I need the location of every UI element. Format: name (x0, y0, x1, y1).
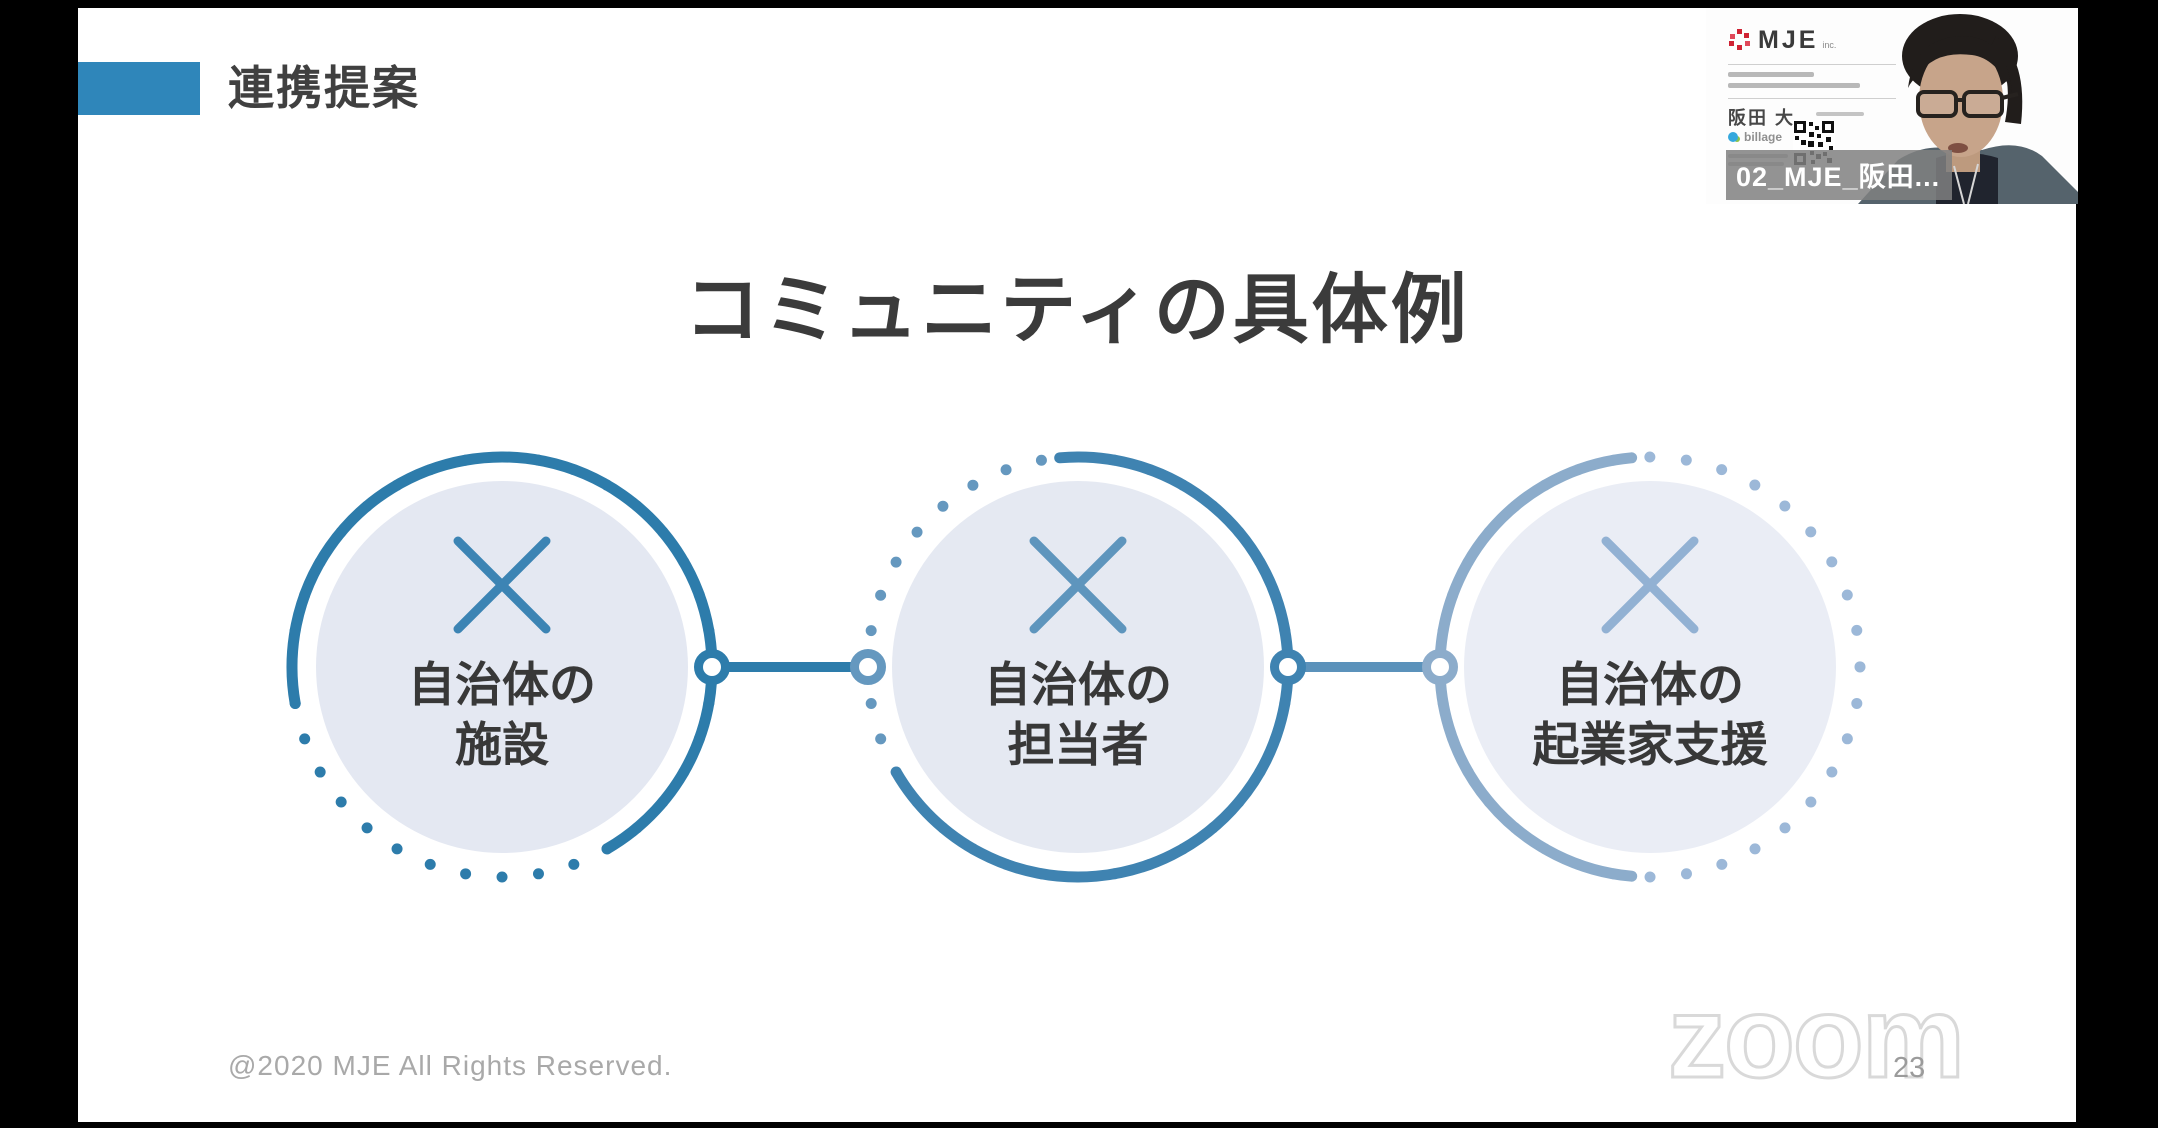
participant-video-tile[interactable]: MJE inc. 阪田 大 billage (1706, 8, 2078, 204)
connector-node (850, 649, 886, 685)
card-divider (1728, 98, 1896, 99)
node-label-line1: 自治体の (984, 658, 1172, 711)
multiply-icon (453, 536, 551, 634)
slide-title: コミュニティの具体例 (684, 268, 1470, 353)
multiply-icon (1601, 536, 1699, 634)
billage-logo-icon (1728, 132, 1738, 142)
node-label-line2: 施設 (455, 718, 549, 771)
participant-name-label: 02_MJE_阪田... (1726, 150, 1953, 200)
diagram-node-municipal-staff: 自治体の 担当者 (858, 447, 1298, 887)
card-text-placeholder (1728, 83, 1860, 88)
copyright-text: @2020 MJE All Rights Reserved. (228, 1050, 673, 1081)
mje-logo-icon (1729, 29, 1750, 50)
presenter-name: 阪田 大 (1728, 108, 1796, 128)
node-label-line2: 担当者 (1007, 718, 1149, 771)
multiply-icon (1029, 536, 1127, 634)
node-label-line1: 自治体の (1556, 658, 1744, 711)
node-label-line2: 起業家支援 (1532, 718, 1768, 771)
circle-graphic (1434, 451, 1866, 883)
connector-node (1422, 649, 1458, 685)
company-suffix: inc. (1822, 40, 1837, 50)
card-divider (1728, 64, 1896, 65)
connector-line (712, 662, 868, 672)
card-text-placeholder (1728, 72, 1814, 77)
connector-node (694, 649, 730, 685)
connector-line (1288, 662, 1444, 672)
company-name: MJE (1758, 26, 1819, 54)
section-label: 連携提案 (228, 62, 420, 114)
zoom-watermark: zoom (1667, 971, 1967, 1104)
page-number: 23 (1893, 1052, 1926, 1084)
service-brand: billage (1744, 130, 1783, 144)
diagram-node-entrepreneur-support: 自治体の 起業家支援 (1430, 447, 1870, 887)
diagram-node-municipal-facility: 自治体の 施設 (282, 447, 722, 887)
connector-node (1270, 649, 1306, 685)
header-accent-bar (78, 62, 200, 115)
node-label-line1: 自治体の (408, 658, 596, 711)
card-text-placeholder (1816, 112, 1864, 116)
